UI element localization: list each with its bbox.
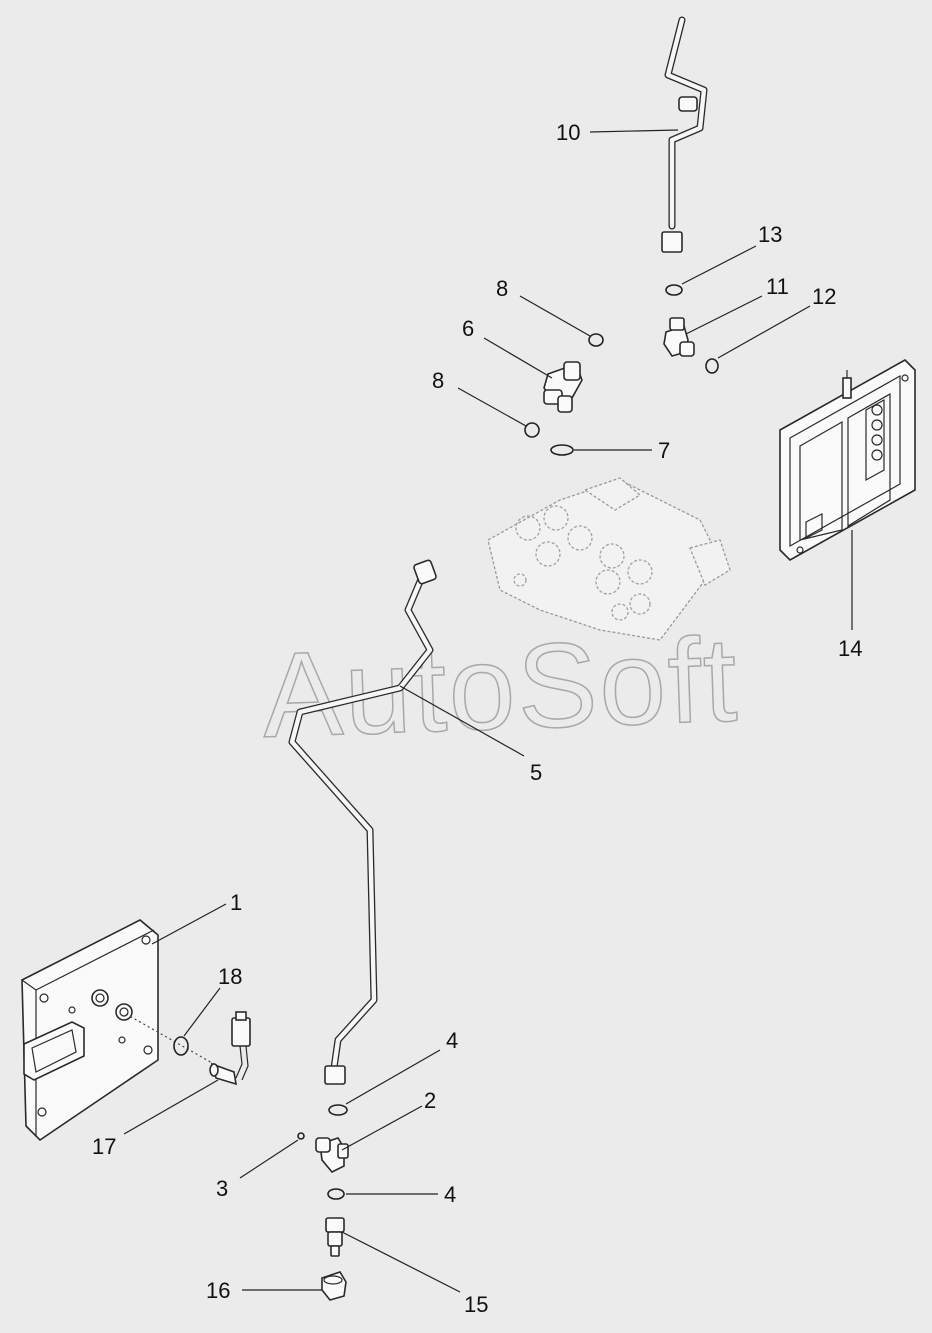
svg-text:7: 7: [658, 438, 670, 463]
part-12-o-ring: [705, 358, 719, 374]
svg-text:5: 5: [530, 760, 542, 785]
part-10-tube: [661, 16, 708, 253]
svg-text:17: 17: [92, 1134, 116, 1159]
callout-17: 17: [92, 1079, 219, 1159]
part-3-plug: [297, 1132, 305, 1140]
part-8-o-ring-lower: [524, 422, 540, 438]
callout-4-lower: 4: [346, 1182, 456, 1207]
svg-text:2: 2: [424, 1088, 436, 1113]
svg-text:12: 12: [812, 284, 836, 309]
callout-8-lower: 8: [432, 368, 527, 427]
part-4-o-ring-lower: [327, 1188, 345, 1200]
svg-text:11: 11: [766, 274, 789, 299]
part-6-tee-fitting: [543, 361, 583, 413]
part-11-elbow-fitting: [663, 317, 695, 357]
svg-text:6: 6: [462, 316, 474, 341]
callout-4-upper: 4: [345, 1028, 458, 1105]
part-14-cover-plate: [779, 359, 916, 561]
svg-text:15: 15: [464, 1292, 488, 1317]
callout-3: 3: [216, 1139, 299, 1201]
part-16-cap: [321, 1271, 347, 1301]
svg-text:10: 10: [556, 120, 580, 145]
callout-14: 14: [838, 530, 862, 661]
valve-body-ghosted: [487, 477, 731, 641]
svg-text:8: 8: [496, 276, 508, 301]
svg-text:3: 3: [216, 1176, 228, 1201]
svg-text:8: 8: [432, 368, 444, 393]
svg-text:16: 16: [206, 1278, 230, 1303]
callout-2: 2: [341, 1088, 436, 1151]
svg-text:4: 4: [444, 1182, 456, 1207]
callout-8-upper: 8: [496, 276, 591, 337]
part-7-o-ring: [550, 444, 574, 456]
callout-15: 15: [341, 1231, 488, 1317]
part-13-o-ring: [665, 284, 683, 296]
callout-10: 10: [556, 120, 679, 145]
part-17-sensor: [209, 1011, 251, 1086]
part-4-o-ring-upper: [328, 1104, 348, 1116]
part-5-long-tube: [288, 559, 437, 1085]
part-18-o-ring: [173, 1036, 189, 1056]
svg-text:14: 14: [838, 636, 862, 661]
watermark-text: AutoSoft: [260, 612, 741, 763]
svg-text:4: 4: [446, 1028, 458, 1053]
callout-13: 13: [681, 222, 782, 285]
callout-18: 18: [183, 964, 242, 1037]
svg-text:13: 13: [758, 222, 782, 247]
callout-7: 7: [574, 438, 670, 463]
callout-6: 6: [462, 316, 553, 379]
callout-16: 16: [206, 1278, 322, 1303]
part-1-housing: [21, 919, 159, 1142]
callout-12: 12: [717, 284, 836, 359]
callout-1: 1: [151, 890, 242, 945]
callout-11: 11: [685, 274, 789, 335]
part-15-adapter-fitting: [325, 1217, 345, 1257]
alignment-line: [125, 1013, 215, 1065]
svg-text:18: 18: [218, 964, 242, 989]
callout-5: 5: [399, 685, 542, 785]
part-8-o-ring-upper: [588, 333, 604, 347]
svg-text:1: 1: [230, 890, 242, 915]
part-2-tee-fitting: [315, 1137, 349, 1173]
